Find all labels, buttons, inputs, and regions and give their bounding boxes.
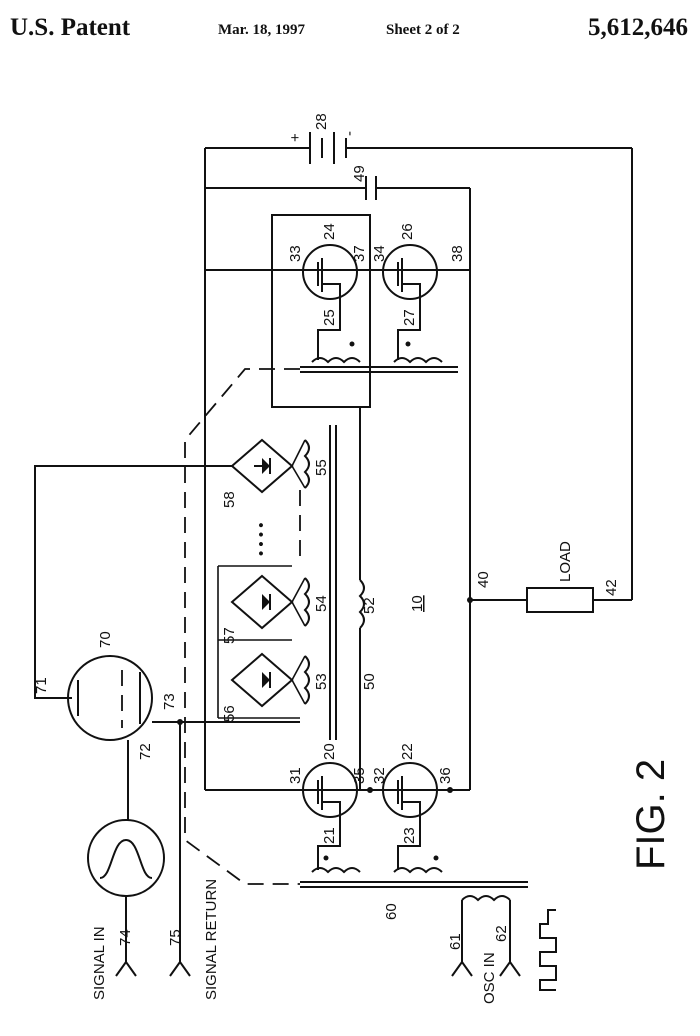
label-28: 28 — [313, 113, 330, 130]
label-31: 31 — [287, 767, 304, 784]
label-70: 70 — [97, 631, 114, 648]
label-signal-return: SIGNAL RETURN — [203, 879, 220, 1000]
winding-bottom-a — [311, 867, 361, 874]
label-signal-in: SIGNAL IN — [91, 926, 108, 1000]
transistor-22 — [382, 762, 438, 870]
winding-top-b — [393, 357, 443, 364]
label-58: 58 — [221, 491, 238, 508]
signal-source — [87, 819, 165, 897]
label-10: 10 — [409, 595, 426, 612]
label-21: 21 — [321, 827, 338, 844]
label-24: 24 — [321, 223, 338, 240]
label-22: 22 — [399, 743, 416, 760]
capacitor-49 — [205, 176, 471, 790]
label-40: 40 — [475, 571, 492, 588]
label-27: 27 — [401, 309, 418, 326]
label-34: 34 — [371, 245, 388, 262]
label-56: 56 — [221, 705, 238, 722]
transistor-24 — [302, 244, 358, 360]
label-55: 55 — [313, 459, 330, 476]
dots: • • • • — [253, 522, 270, 556]
inner-loop-top — [271, 214, 371, 408]
label-57: 57 — [221, 627, 238, 644]
figure-caption: FIG. 2 — [629, 759, 673, 870]
label-36: 36 — [437, 767, 454, 784]
patent-title: U.S. Patent — [10, 14, 131, 41]
label-38: 38 — [449, 245, 466, 262]
label-60: 60 — [383, 903, 400, 920]
label-53: 53 — [313, 673, 330, 690]
label-54: 54 — [313, 595, 330, 612]
label-32: 32 — [371, 767, 388, 784]
label-load: LOAD — [557, 541, 574, 582]
winding-osc — [461, 895, 511, 902]
terminal-62 — [499, 960, 521, 977]
winding-top-a — [311, 357, 361, 364]
winding-55 — [303, 439, 310, 489]
bridge-58 — [230, 438, 294, 494]
winding-52 — [358, 579, 365, 629]
label-23: 23 — [401, 827, 418, 844]
terminal-61 — [451, 960, 473, 977]
bridge-56 — [230, 652, 294, 708]
winding-bottom-b — [393, 867, 443, 874]
tube-70 — [67, 655, 153, 741]
label-37: 37 — [351, 245, 368, 262]
label-75: 75 — [167, 929, 184, 946]
battery-plus: + — [287, 133, 304, 142]
label-52: 52 — [361, 597, 378, 614]
label-50: 50 — [361, 673, 378, 690]
label-74: 74 — [117, 929, 134, 946]
load-resistor — [526, 587, 594, 613]
terminal-75 — [169, 960, 191, 977]
patent-number: 5,612,646 — [588, 14, 688, 41]
transistor-20 — [302, 762, 358, 870]
label-72: 72 — [137, 743, 154, 760]
label-26: 26 — [399, 223, 416, 240]
battery-minus: - — [341, 131, 358, 136]
label-25: 25 — [321, 309, 338, 326]
sheet-number: Sheet 2 of 2 — [386, 22, 460, 38]
enclosure-dashed — [184, 368, 300, 885]
label-49: 49 — [351, 165, 368, 182]
terminal-74 — [115, 960, 137, 977]
label-33: 33 — [287, 245, 304, 262]
bridge-57 — [230, 574, 294, 630]
winding-53 — [303, 655, 310, 705]
label-62: 62 — [493, 925, 510, 942]
label-71: 71 — [33, 677, 50, 694]
square-wave-icon — [539, 909, 557, 991]
label-42: 42 — [603, 579, 620, 596]
transistor-26 — [382, 244, 438, 360]
label-35: 35 — [351, 767, 368, 784]
battery-28 — [205, 132, 632, 164]
label-61: 61 — [447, 933, 464, 950]
patent-date: Mar. 18, 1997 — [218, 22, 305, 38]
label-20: 20 — [321, 743, 338, 760]
winding-54 — [303, 577, 310, 627]
feedback-wire — [34, 465, 232, 699]
label-73: 73 — [161, 693, 178, 710]
label-osc-in: OSC IN — [481, 952, 498, 1004]
